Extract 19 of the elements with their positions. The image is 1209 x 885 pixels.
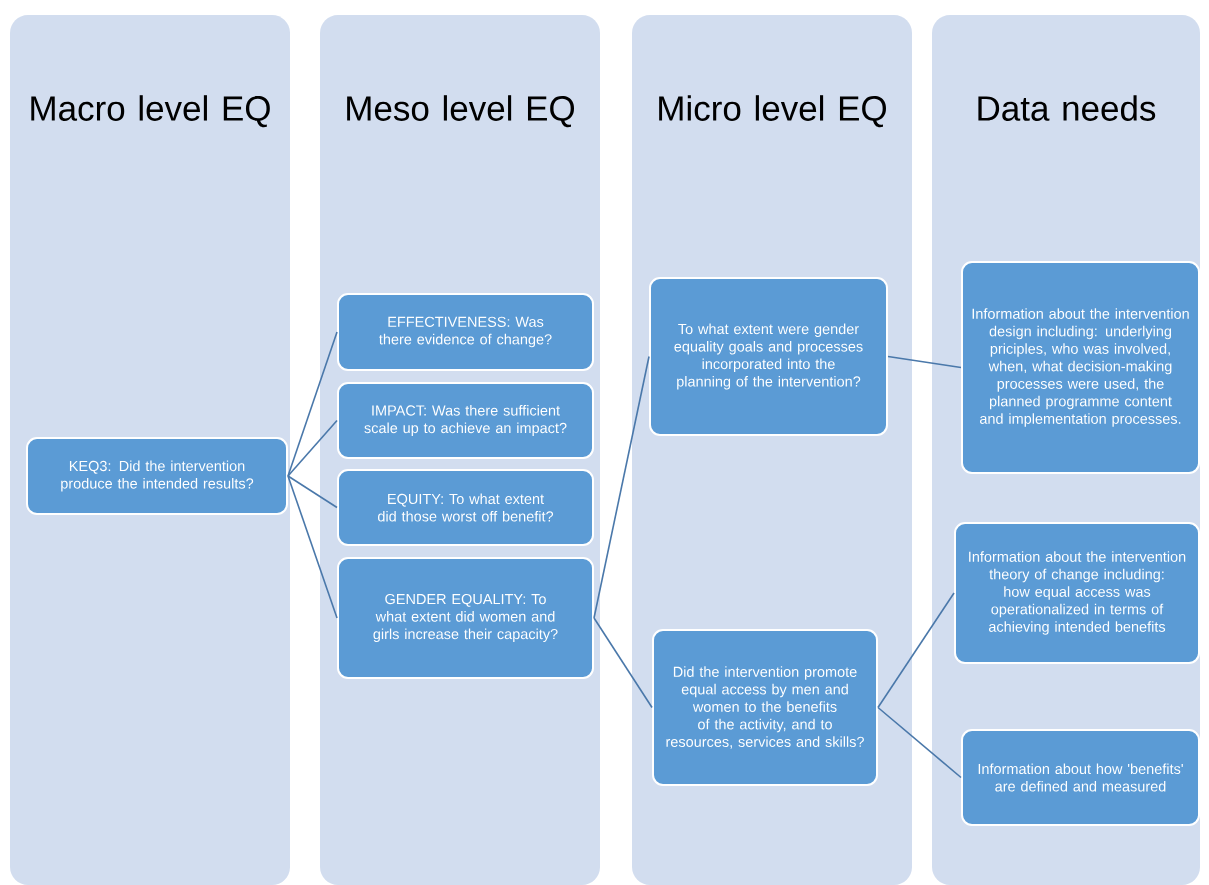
connector-line (593, 617, 653, 709)
question-box: Information about the intervention theory of change including: how equal access was operationalized in terms of achieving intended benefits (954, 522, 1200, 664)
connector-line (877, 592, 955, 709)
question-box: EFFECTIVENESS: Was there evidence of change? (337, 293, 594, 371)
question-box: GENDER EQUALITY: To what extent did women and girls increase their capacity? (337, 557, 594, 679)
connector-line (287, 331, 338, 477)
question-box: Did the intervention promote equal access by men and women to the benefits of the activity, and to resources, services and skills? (652, 629, 878, 786)
question-box: KEQ3: Did the intervention produce the intended results? (26, 437, 288, 515)
connector-line (287, 419, 338, 477)
question-box: To what extent were gender equality goals and processes incorporated into the planning of the intervention? (649, 277, 888, 436)
question-box: EQUITY: To what extent did those worst off benefit? (337, 469, 594, 546)
question-box: Information about how 'benefits' are defined and measured (961, 729, 1200, 826)
connector-line (877, 706, 962, 779)
connector-line (287, 475, 338, 619)
connector-line (287, 475, 338, 509)
question-box: Information about the intervention design including: underlying priciples, who was involved, when, what decision-making processes were used, the planned programme content and implementation processes. (961, 261, 1200, 474)
connector-line (887, 355, 962, 369)
question-box: IMPACT: Was there sufficient scale up to achieve an impact? (337, 382, 594, 459)
connector-line (593, 355, 650, 619)
